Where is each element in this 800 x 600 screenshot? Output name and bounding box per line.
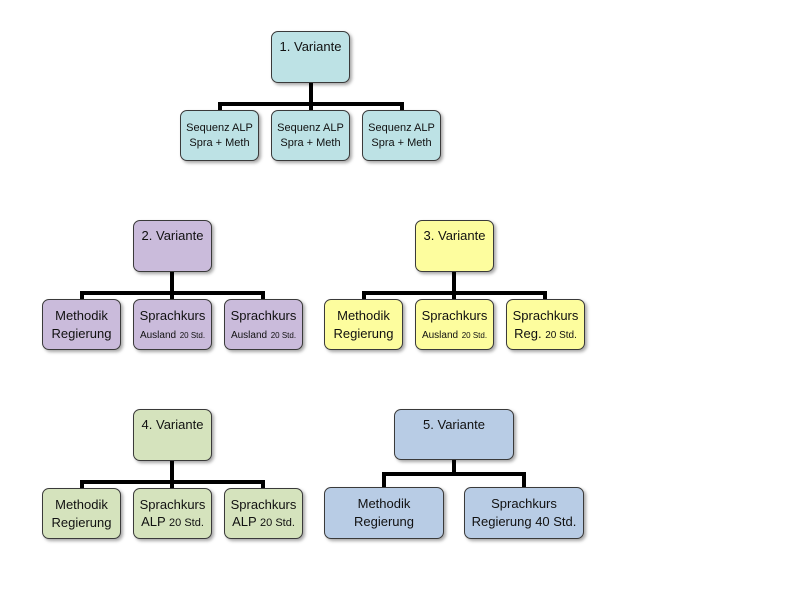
variante-1-child-3: Sequenz ALP Spra + Meth xyxy=(362,110,441,161)
variante-3-child-3: Sprachkurs Reg. 20 Std. xyxy=(506,299,585,350)
variante-1-child-2: Sequenz ALP Spra + Meth xyxy=(271,110,350,161)
variante-4-child-1: Methodik Regierung xyxy=(42,488,121,539)
variante-3-title: 3. Variante xyxy=(423,228,486,243)
variante-1-box: 1. Variante xyxy=(271,31,350,83)
variante-1-title: 1. Variante xyxy=(279,39,342,54)
variante-5-child-2: Sprachkurs Regierung 40 Std. xyxy=(464,487,584,539)
variante-5-box: 5. Variante xyxy=(394,409,514,460)
variante-4-child-2: Sprachkurs ALP 20 Std. xyxy=(133,488,212,539)
variante-3-child-1: Methodik Regierung xyxy=(324,299,403,350)
variante-2-child-2: Sprachkurs Ausland 20 Std. xyxy=(133,299,212,350)
variante-4-child-3: Sprachkurs ALP 20 Std. xyxy=(224,488,303,539)
variante-2-box: 2. Variante xyxy=(133,220,212,272)
variante-2-child-3: Sprachkurs Ausland 20 Std. xyxy=(224,299,303,350)
variante-4-box: 4. Variante xyxy=(133,409,212,461)
variante-5-child-1: Methodik Regierung xyxy=(324,487,444,539)
variante-3-box: 3. Variante xyxy=(415,220,494,272)
variante-1-child-1: Sequenz ALP Spra + Meth xyxy=(180,110,259,161)
variante-4-title: 4. Variante xyxy=(141,417,204,432)
variante-2-child-1: Methodik Regierung xyxy=(42,299,121,350)
variante-3-child-2: Sprachkurs Ausland 20 Std. xyxy=(415,299,494,350)
variante-2-title: 2. Variante xyxy=(141,228,204,243)
variante-5-title: 5. Variante xyxy=(423,417,485,432)
